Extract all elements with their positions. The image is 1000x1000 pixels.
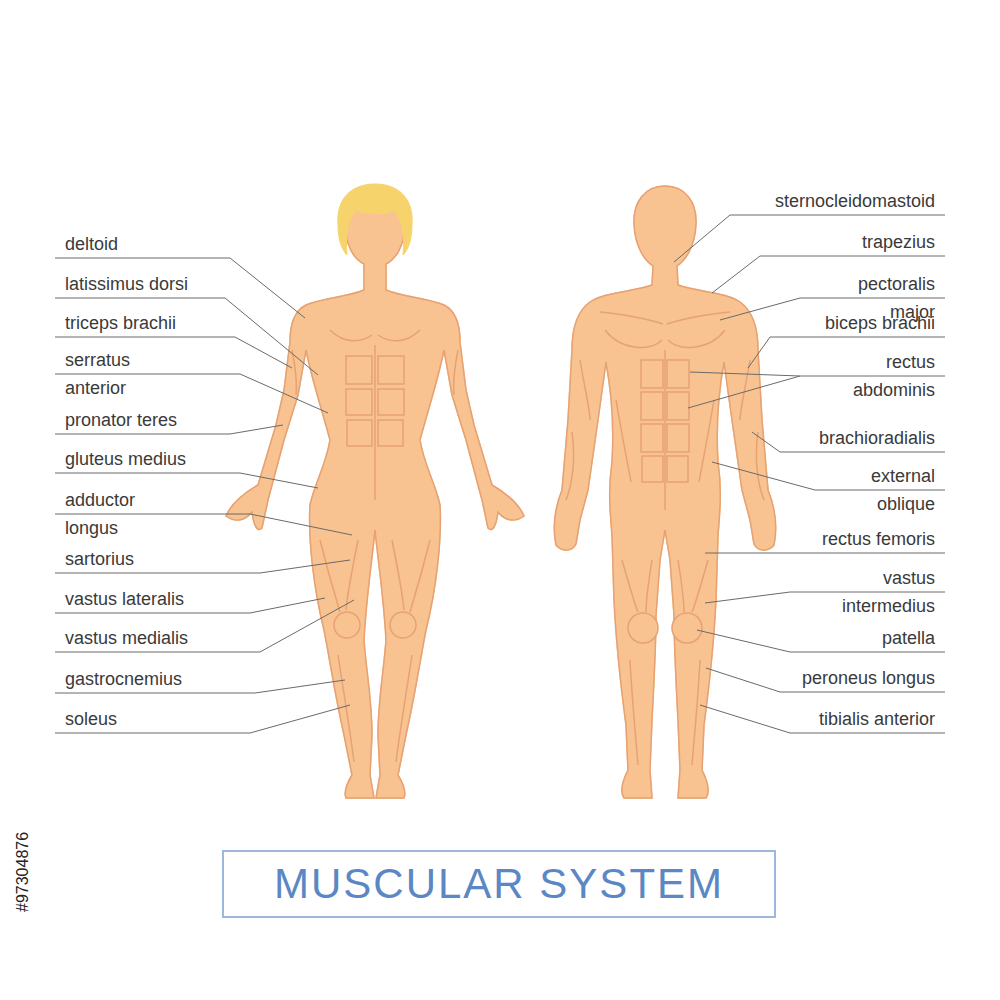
muscle-label: biceps brachii [825,309,935,337]
female-figure [226,184,524,798]
muscle-label: rectus abdominis [840,348,935,404]
kneecap [672,613,702,643]
leader-line [55,705,350,733]
muscle-label: gastrocnemius [65,665,182,693]
muscle-label: external oblique [840,462,935,518]
body-outline [554,186,665,798]
muscle-label: tibialis anterior [819,705,935,733]
hair [338,184,375,255]
leader-line [688,376,800,408]
body-fill [554,186,665,798]
muscle-label: patella [882,624,935,652]
muscle-label: rectus femoris [822,525,935,553]
watermark-id: #97304876 [14,832,32,912]
muscle-label: sartorius [65,545,134,573]
body-fill [665,186,776,798]
leader-line [690,372,945,376]
leader-line [55,473,318,488]
muscle-label: sternocleidomastoid [775,187,935,215]
muscle-lines [566,312,663,765]
muscle-label: soleus [65,705,117,733]
muscle-lines [292,330,372,762]
muscle-label: vastus intermedius [835,564,935,620]
muscle-label: vastus medialis [65,624,188,652]
leader-line [700,705,945,733]
muscle-label: trapezius [862,228,935,256]
body-outline [665,186,776,798]
muscle-label: pronator teres [65,406,177,434]
male-figure [554,186,775,798]
muscle-label: brachioradialis [819,424,935,452]
muscle-label: triceps brachii [65,309,176,337]
title-box: MUSCULAR SYSTEM [222,850,776,918]
kneecap [334,612,360,638]
muscle-label: serratus anterior [65,346,160,402]
muscle-lines [667,312,764,765]
body-fill [375,190,524,798]
hair [375,184,412,255]
muscle-lines [378,330,458,762]
body-outline [375,190,524,798]
muscle-label: deltoid [65,230,118,258]
kneecap [390,612,416,638]
leader-line [55,258,305,318]
leader-line [705,553,945,554]
linea-alba [664,350,666,510]
muscle-label: vastus lateralis [65,585,184,613]
muscle-label: peroneus longus [802,664,935,692]
muscle-label: gluteus medius [65,445,186,473]
kneecap [628,613,658,643]
muscle-label: latissimus dorsi [65,270,188,298]
body-fill [226,190,375,798]
body-outline [226,190,375,798]
linea-alba [374,345,376,500]
leader-line [674,215,945,262]
muscle-label: adductor longus [65,486,160,542]
